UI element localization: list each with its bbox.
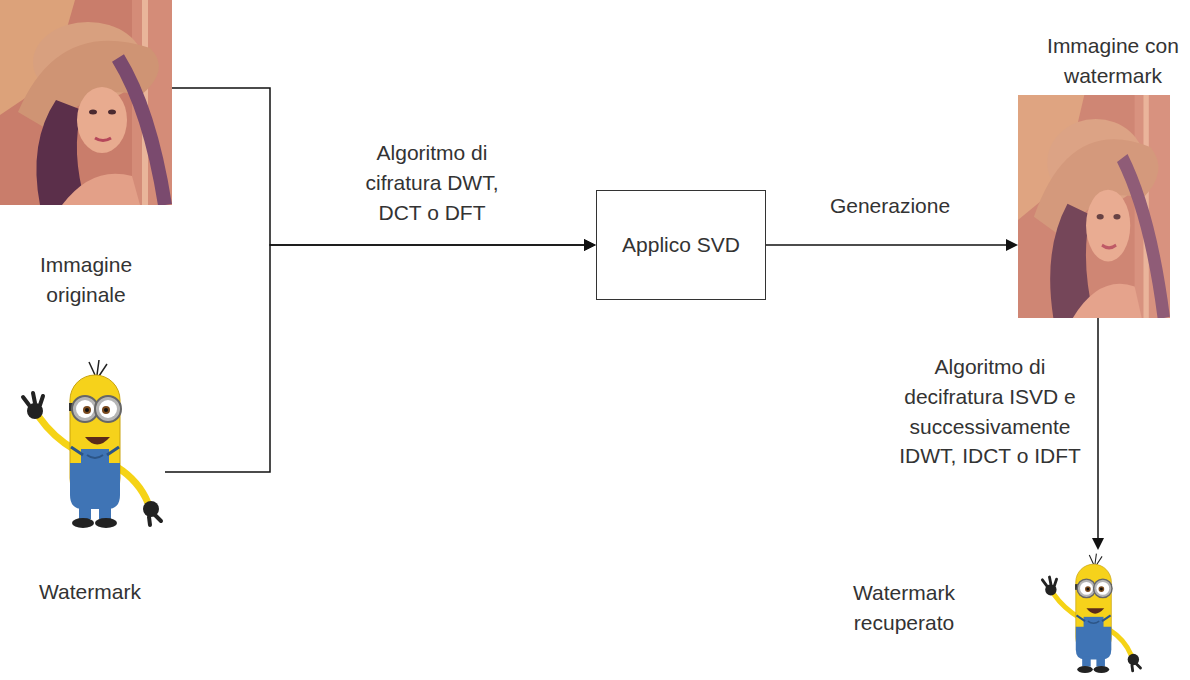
connector [766,239,1018,251]
image-caption: Immagine con watermark [1038,31,1188,91]
image-frame: Watermark [15,355,165,535]
image-frame: Immagine originale [0,0,172,205]
process-box: Applico SVD [596,190,766,300]
original-image [0,0,172,205]
watermarked-image [1018,95,1170,318]
watermark-image [23,360,161,528]
image-caption: Watermark [15,577,165,607]
arrow-head [1092,538,1104,550]
box-label: Applico SVD [614,230,748,260]
arrow-head [584,239,596,251]
connector [172,88,596,251]
image-caption: Immagine originale [16,250,156,310]
arrow-head [1006,239,1018,251]
recovered-watermark-image [1042,554,1140,673]
image-frame: Immagine con watermark [1018,95,1170,318]
connector-line [165,245,584,472]
connector-line [1097,318,1099,538]
arrow-head [584,239,596,251]
image-frame: Watermark recuperato [1010,550,1170,678]
connector [165,239,596,472]
edge-label: Algoritmo di decifratura ISVD e successi… [893,352,1088,471]
image-caption: Watermark recuperato [845,578,963,638]
connector [1092,318,1104,550]
connector-line [172,88,584,245]
connector-line [766,244,1006,246]
edge-label: Generazione [810,191,970,221]
edge-label: Algoritmo di cifratura DWT, DCT o DFT [347,138,517,227]
